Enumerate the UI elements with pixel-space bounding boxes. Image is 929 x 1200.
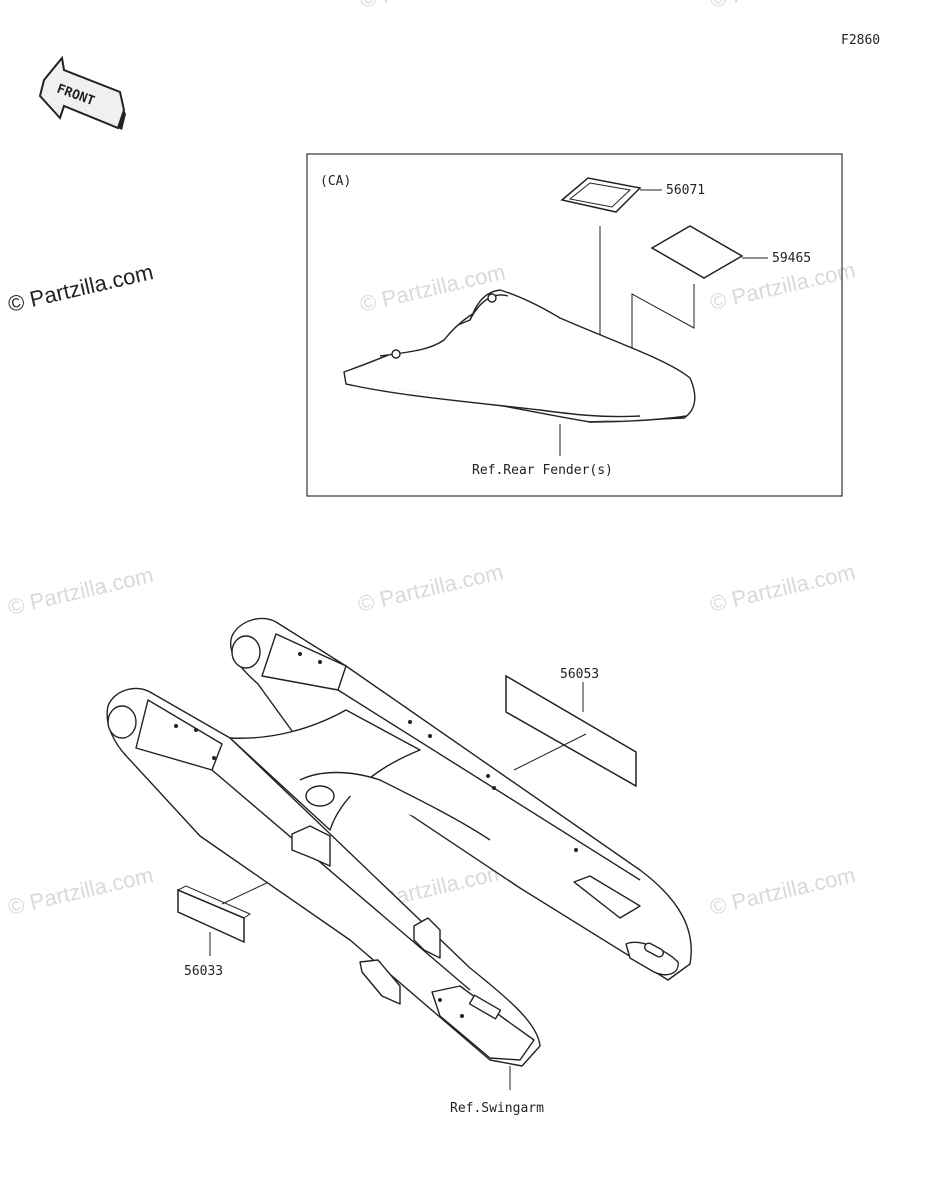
swingarm-drawing [106, 617, 692, 1067]
watermark: © Partzilla.com [708, 559, 858, 617]
region-label: (CA) [320, 174, 351, 189]
ref-rear-fender: Ref.Rear Fender(s) [472, 463, 613, 478]
part-56033: 56033 [184, 964, 223, 979]
part-59465: 59465 [772, 251, 811, 266]
figure-code: F2860 [841, 33, 880, 48]
part-56071: 56071 [666, 183, 705, 198]
watermark: © Partzilla.com [6, 562, 156, 620]
rear-fender-drawing [343, 289, 696, 423]
watermark: © Partzilla.com [358, 0, 508, 13]
part-56053: 56053 [560, 667, 599, 682]
watermark: © Partzilla.com [356, 559, 506, 617]
label-56071-drawing [560, 177, 662, 370]
ref-swingarm: Ref.Swingarm [450, 1101, 544, 1116]
partzilla-watermark: © Partzilla.com [6, 259, 156, 317]
ca-inset-frame [306, 153, 843, 497]
swingarm-holes [174, 652, 578, 1018]
watermark: © Partzilla.com [708, 0, 858, 13]
front-arrow-icon: FRONT [38, 55, 126, 130]
watermark: © Partzilla.com [708, 862, 858, 920]
label-56053-drawing [505, 674, 637, 788]
label-59465-drawing [631, 225, 768, 382]
watermark: © Partzilla.com [6, 862, 156, 920]
